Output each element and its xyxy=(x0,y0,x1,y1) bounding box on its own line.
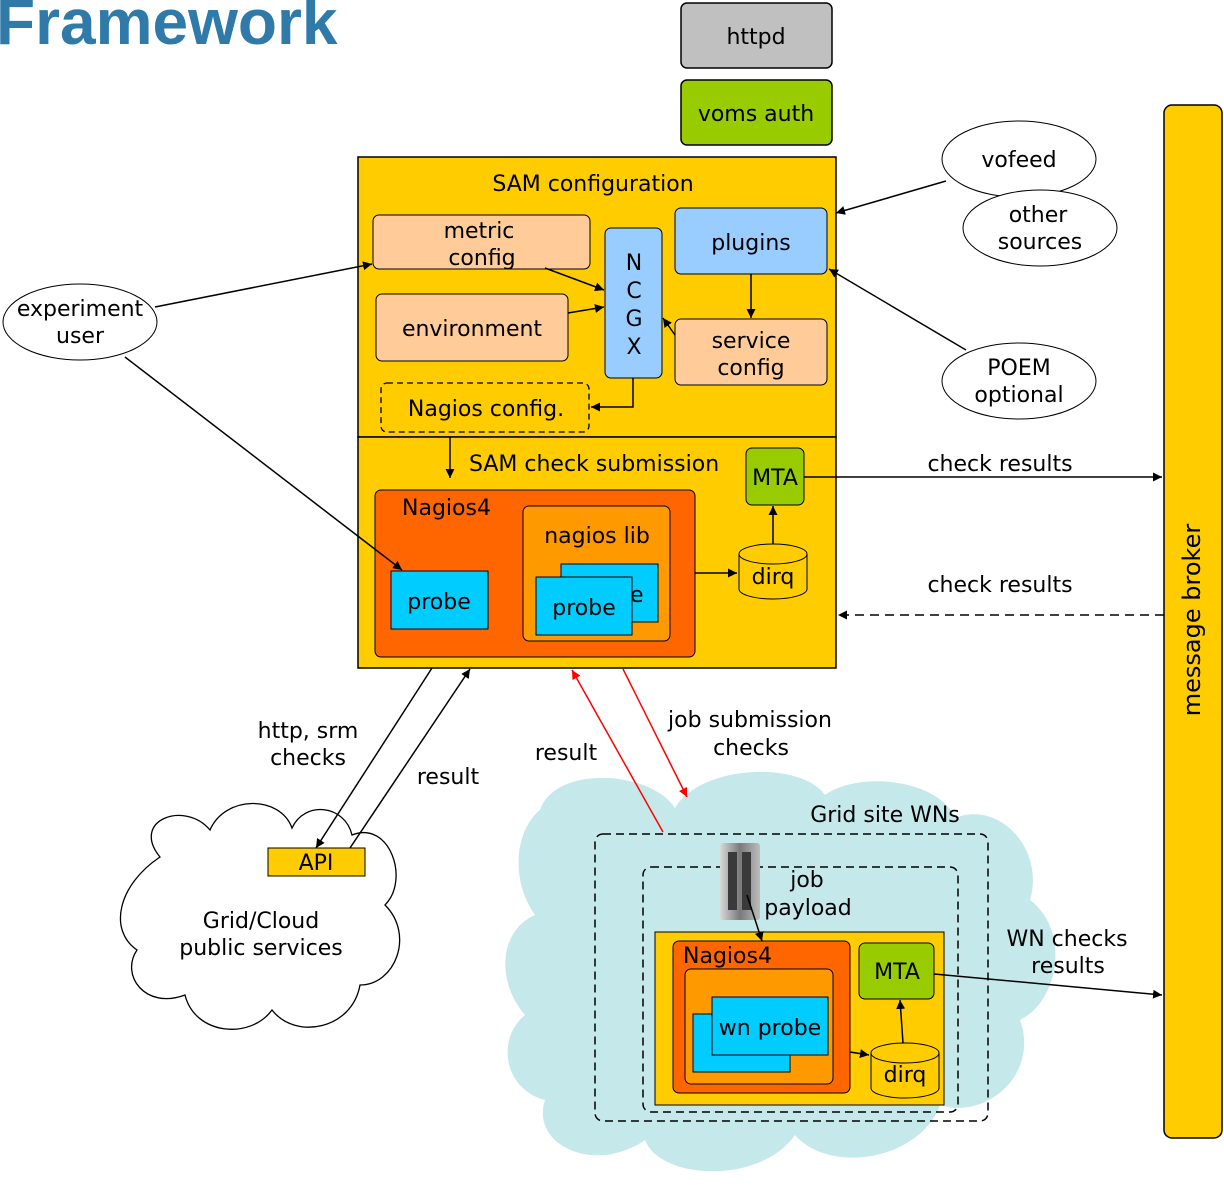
other-sources-ellipse xyxy=(962,189,1118,267)
arrow-result-red xyxy=(571,669,664,833)
experiment-user-line2: user xyxy=(56,324,105,349)
nagios4-label: Nagios4 xyxy=(402,496,491,521)
grid-site-wns-box xyxy=(594,833,989,1122)
ncgx-letter-x: X xyxy=(626,335,641,360)
ncgx-letter-n: N xyxy=(626,251,642,276)
poem-line2: optional xyxy=(974,383,1063,408)
wn-dirq-cylinder xyxy=(870,1042,940,1099)
metric-config-line2: config xyxy=(448,246,515,271)
http-srm-line1: http, srm xyxy=(258,719,359,744)
wn-mta-label: MTA xyxy=(874,960,920,985)
httpd-label: httpd xyxy=(726,25,785,50)
vofeed-label: vofeed xyxy=(981,148,1056,173)
environment-label: environment xyxy=(402,317,542,342)
probe-back-label: e xyxy=(630,583,644,608)
arrow-http-srm-checks xyxy=(315,667,433,849)
metric-config-line1: metric xyxy=(444,219,515,244)
red-arrows xyxy=(571,668,688,833)
arrow-wn-dirq-mta xyxy=(896,999,906,1044)
httpd-box xyxy=(680,2,833,69)
page-title: Framework xyxy=(0,0,338,58)
job-payload-box xyxy=(642,866,959,1113)
nagios-lib-label: nagios lib xyxy=(544,524,650,549)
probe-left-box xyxy=(390,570,489,630)
result-left-label: result xyxy=(417,765,480,790)
grid-site-title: Grid site WNs xyxy=(810,803,960,828)
service-config-box xyxy=(674,318,828,386)
arrow-payload-nagios xyxy=(746,894,764,942)
wn-dirq-label: dirq xyxy=(884,1063,927,1088)
job-payload-line1: job xyxy=(789,868,824,893)
other-sources-line1: other xyxy=(1009,203,1069,228)
dirq-cylinder xyxy=(738,543,808,600)
arrow-service-config-ncgx xyxy=(662,317,676,336)
mta-label: MTA xyxy=(752,466,798,491)
server-icon xyxy=(720,843,760,920)
probe-left-label: probe xyxy=(407,590,471,615)
job-submission-line1: job submission xyxy=(667,708,832,733)
job-payload-line2: payload xyxy=(764,896,851,921)
wn-mta-box xyxy=(858,942,935,1000)
probe-front-box xyxy=(535,576,633,636)
sam-configuration-title: SAM configuration xyxy=(492,172,693,197)
api-box xyxy=(267,847,366,877)
arrow-metric-config-ncgx xyxy=(544,267,605,292)
ncgx-letter-c: C xyxy=(626,279,641,304)
arrow-result-left xyxy=(349,668,471,849)
voms-auth-label: voms auth xyxy=(698,102,814,127)
public-services-line1: Grid/Cloud xyxy=(203,909,319,934)
experiment-user-line1: experiment xyxy=(17,297,144,322)
arrow-job-submission xyxy=(622,668,688,798)
service-config-line2: config xyxy=(717,356,784,381)
wn-probe-label: wn probe xyxy=(719,1016,821,1041)
job-submission-line2: checks xyxy=(713,736,789,761)
nagios-config-label: Nagios config. xyxy=(408,397,564,422)
plugins-label: plugins xyxy=(711,231,791,256)
wn-nagios4-label: Nagios4 xyxy=(683,944,772,969)
http-srm-line2: checks xyxy=(270,746,346,771)
result-red-label: result xyxy=(535,741,598,766)
arrows xyxy=(124,180,1164,1059)
arrow-poem-plugins xyxy=(828,268,967,351)
experiment-user-ellipse xyxy=(2,283,158,361)
wn-checks-line2: results xyxy=(1031,954,1105,979)
service-config-line1: service xyxy=(712,329,791,354)
dirq-label: dirq xyxy=(752,565,795,590)
check-results-in-label: check results xyxy=(927,573,1072,598)
api-label: API xyxy=(299,851,334,876)
arrow-user-probe xyxy=(124,356,403,571)
arrow-user-metric-config xyxy=(154,261,373,308)
environment-box xyxy=(375,293,569,362)
arrow-environment-ncgx xyxy=(567,304,605,314)
arrow-wn-checks-results xyxy=(933,973,1163,999)
poem-ellipse xyxy=(941,342,1097,420)
poem-line1: POEM xyxy=(987,356,1050,381)
metric-config-box xyxy=(372,214,591,270)
message-broker-bar xyxy=(1163,104,1223,1139)
public-services-line2: public services xyxy=(179,936,342,961)
ncgx-letter-g: G xyxy=(625,307,642,332)
voms-auth-box xyxy=(680,79,833,146)
wn-probe-front-box xyxy=(711,996,829,1056)
probe-front-label: probe xyxy=(552,596,616,621)
other-sources-line2: sources xyxy=(998,230,1083,255)
nagios-config-box xyxy=(380,382,590,433)
arrow-vofeed-plugins xyxy=(835,180,947,215)
wn-checks-line1: WN checks xyxy=(1006,927,1127,952)
sam-check-submission-title: SAM check submission xyxy=(469,452,719,477)
check-results-out-label: check results xyxy=(927,452,1072,477)
arrow-ncgx-nagios-config xyxy=(591,378,634,412)
message-broker-label: message broker xyxy=(1178,524,1206,717)
arrow-wn-nagios-dirq xyxy=(849,1049,870,1059)
